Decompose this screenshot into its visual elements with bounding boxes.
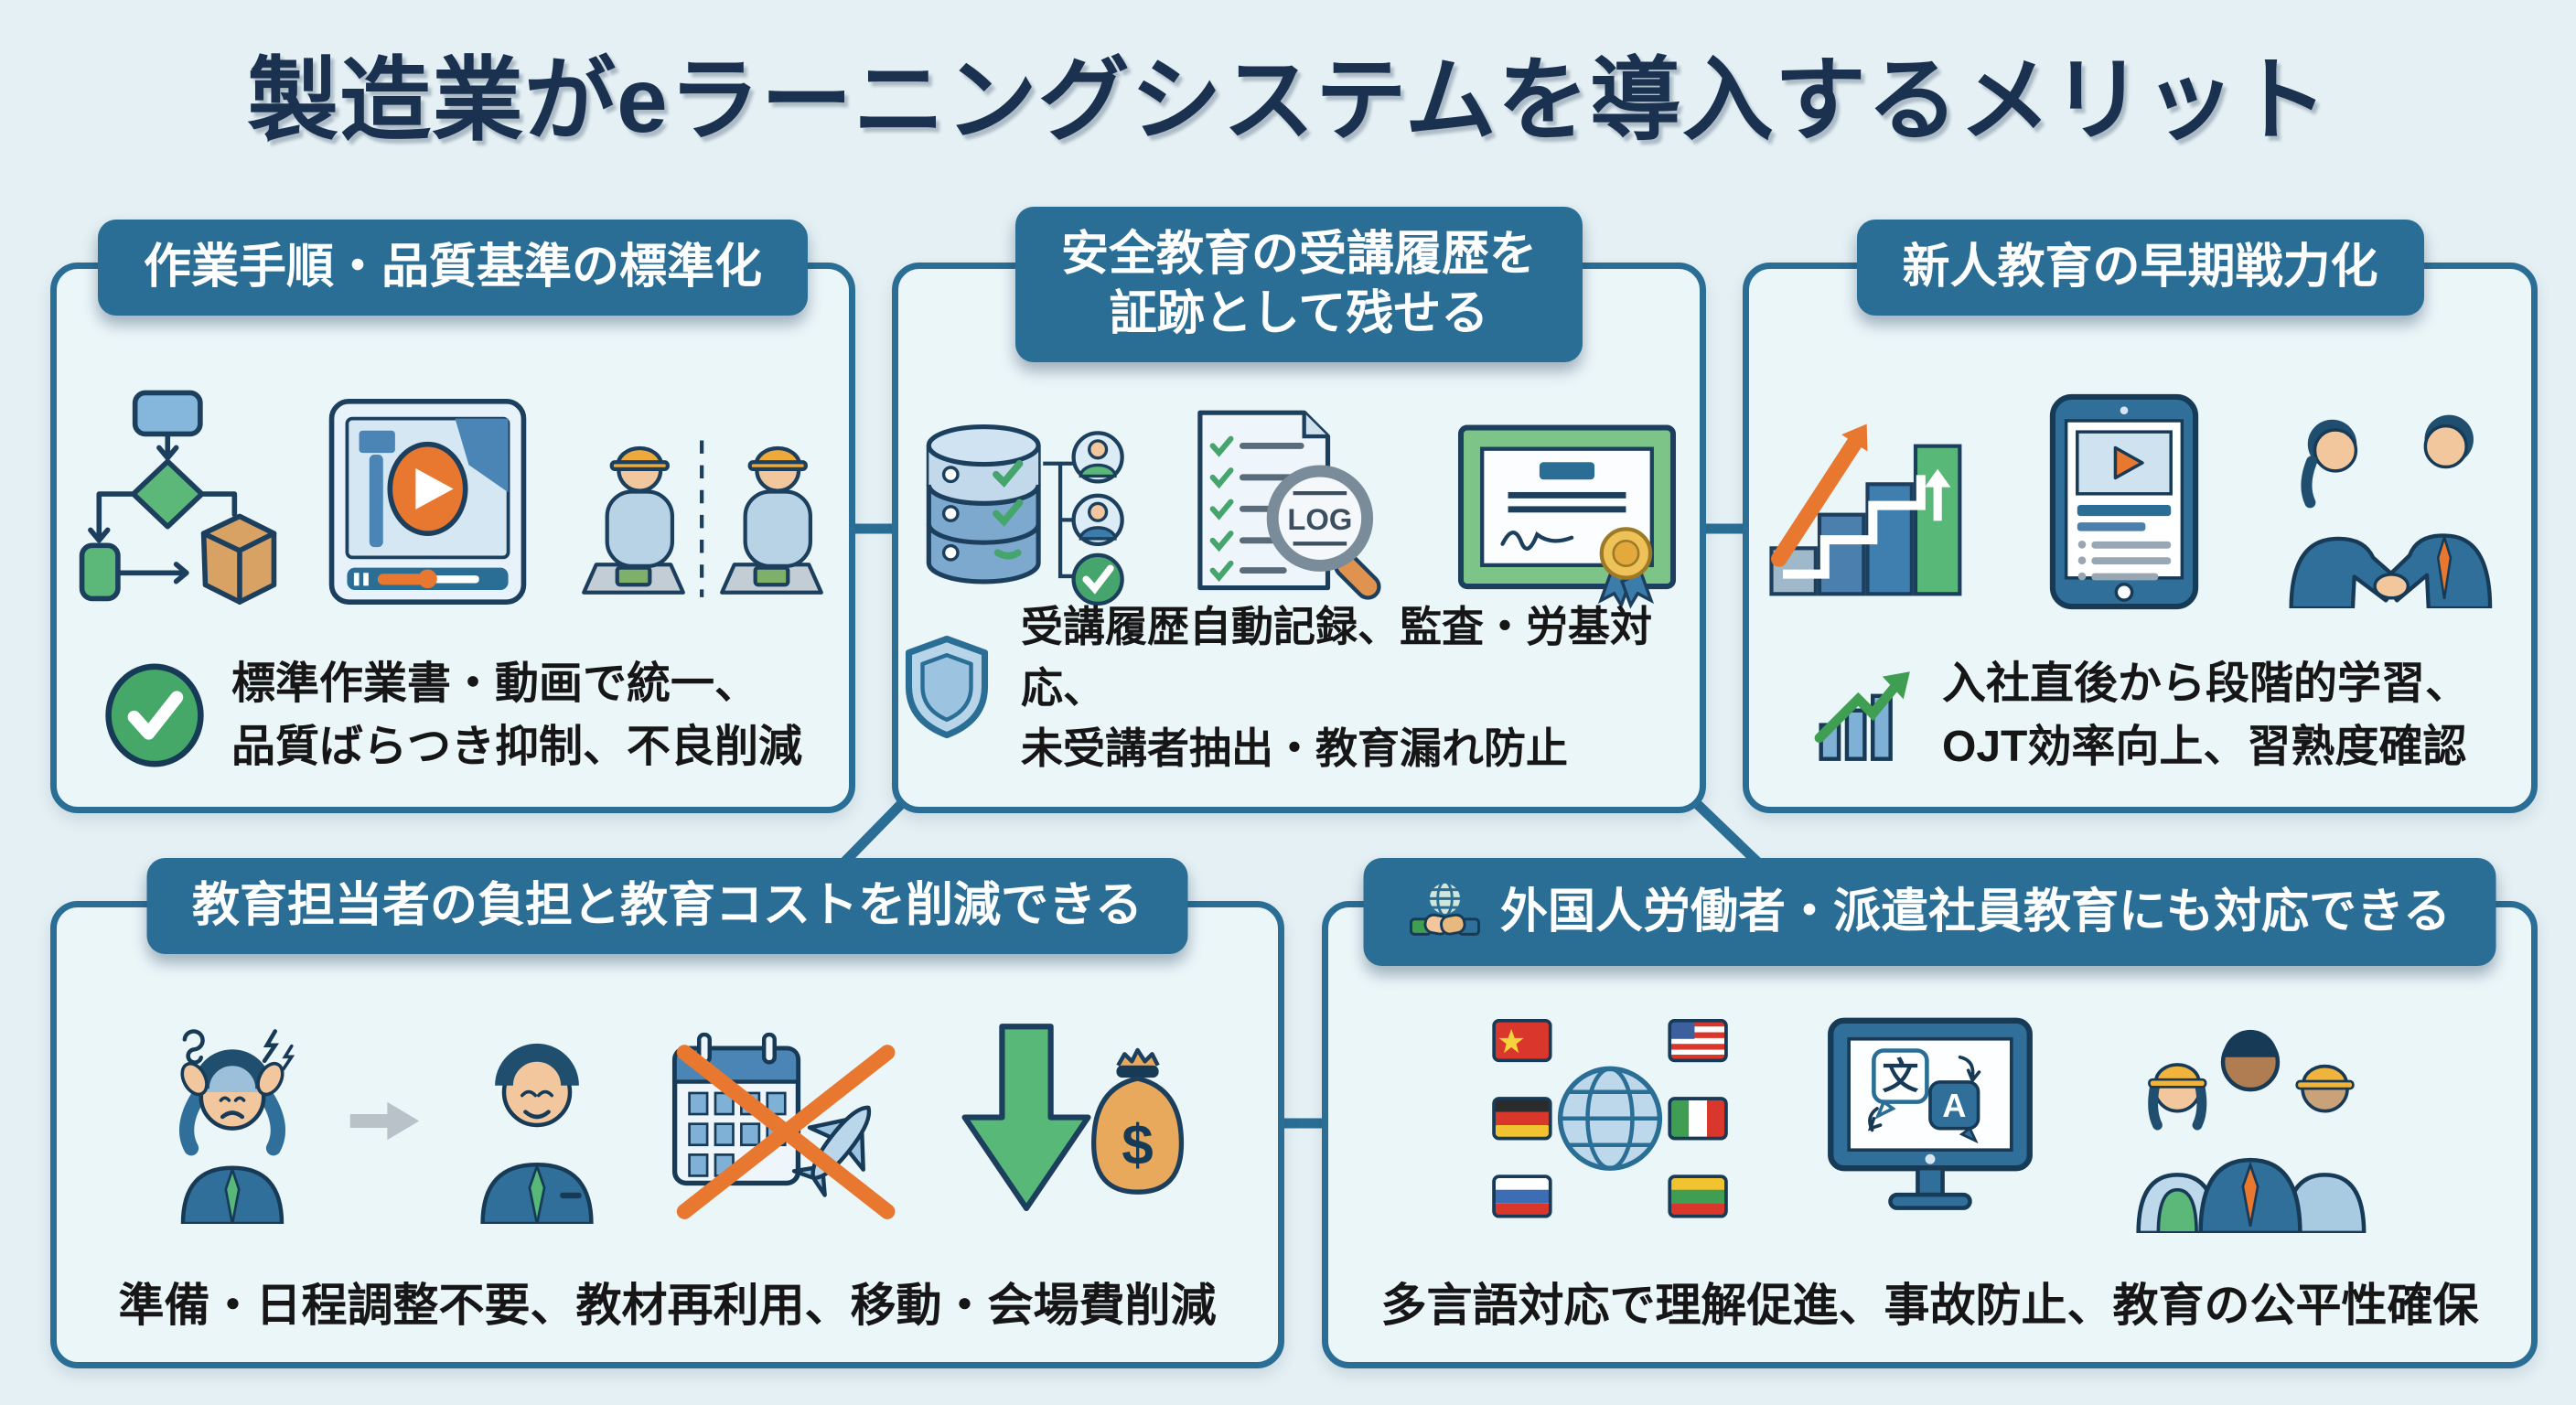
cost-down-icon: $ <box>933 1012 1185 1231</box>
card-multilingual-header: 外国人労働者・派遣社員教育にも対応できる <box>1363 858 2496 966</box>
body-text-line: 標準作業書・動画で統一、 <box>231 659 758 708</box>
card-standardization: 作業手順・品質基準の標準化 <box>50 220 855 813</box>
body-text-line: 準備・日程調整不要、教材再利用、移動・会場費削減 <box>118 1280 1217 1331</box>
card-cost-reduction-body: 準備・日程調整不要、教材再利用、移動・会場費削減 <box>57 1269 1278 1335</box>
card-standardization-body: 標準作業書・動画で統一、 品質ばらつき抑制、不良削減 <box>57 652 849 779</box>
card-multilingual-title: 外国人労働者・派遣社員教育にも対応できる <box>1500 885 2451 938</box>
body-text-line: 入社直後から段階的学習、 <box>1941 659 2469 708</box>
card-cost-reduction-illustrations: $ <box>57 1008 1278 1234</box>
log-magnifier-icon: LOG <box>1176 402 1405 615</box>
card-training-history-illustrations: LOG <box>898 392 1700 624</box>
translate-source-char: 文 <box>1882 1056 1918 1097</box>
card-training-history-body: 受講履歴自動記録、監査・労基対応、 未受講者抽出・教育漏れ防止 <box>898 596 1700 779</box>
video-player-icon <box>325 386 531 617</box>
flags-globe-icon <box>1477 1009 1743 1233</box>
database-users-icon <box>913 402 1132 614</box>
body-text-line: 多言語対応で理解促進、事故防止、教育の公平性確保 <box>1380 1280 2479 1331</box>
card-newcomer-training-title: 新人教育の早期戦力化 <box>1902 241 2378 294</box>
card-cost-reduction-header: 教育担当者の負担と教育コストを削減できる <box>146 858 1188 954</box>
card-multilingual-illustrations: 文 A <box>1328 1008 2531 1234</box>
shield-icon <box>898 634 995 741</box>
tablet-video-icon <box>2033 391 2216 613</box>
page-title: 製造業がeラーニングシステムを導入するメリット <box>247 49 2329 152</box>
card-training-history: 安全教育の受講履歴を 証跡として残せる <box>892 207 1706 813</box>
card-standardization-header: 作業手順・品質基準の標準化 <box>97 220 809 316</box>
translate-target-char: A <box>1942 1087 1966 1124</box>
handshake-icon <box>2259 395 2520 608</box>
card-multilingual-body: 多言語対応で理解促進、事故防止、教育の公平性確保 <box>1328 1269 2531 1335</box>
card-cost-reduction-title: 教育担当者の負担と教育コストを削減できる <box>192 879 1143 932</box>
transition-arrow-icon <box>346 1095 424 1147</box>
card-standardization-title: 作業手順・品質基準の標準化 <box>143 241 763 294</box>
relaxed-person-icon <box>455 1018 619 1224</box>
body-text-line: 未受講者抽出・教育漏れ防止 <box>1021 724 1568 773</box>
translation-monitor-icon: 文 A <box>1798 1009 2063 1233</box>
card-training-history-header: 安全教育の受講履歴を 証跡として残せる <box>1014 207 1583 362</box>
no-schedule-travel-icon <box>650 1012 902 1231</box>
body-text-line: OJT効率向上、習熟度確認 <box>1941 723 2467 772</box>
card-training-history-title: 安全教育の受講履歴を 証跡として残せる <box>1060 228 1538 340</box>
card-newcomer-training-header: 新人教育の早期戦力化 <box>1856 220 2424 316</box>
chart-up-icon <box>1811 667 1916 764</box>
check-circle-icon <box>103 662 206 768</box>
card-multilingual: 外国人労働者・派遣社員教育にも対応できる <box>1322 858 2538 1368</box>
card-newcomer-training-illustrations <box>1749 379 2531 624</box>
globe-handshake-icon <box>1409 876 1480 948</box>
workers-line-icon <box>574 397 831 606</box>
log-label: LOG <box>1287 502 1352 536</box>
card-newcomer-training: 新人教育の早期戦力化 <box>1743 220 2538 813</box>
money-symbol: $ <box>1122 1114 1154 1177</box>
growth-stairs-icon <box>1760 399 1989 605</box>
certificate-icon <box>1449 402 1685 615</box>
stressed-person-icon <box>150 1018 315 1224</box>
diverse-workers-icon <box>2118 1009 2383 1233</box>
body-text-line: 受講履歴自動記録、監査・労基対応、 <box>1021 602 1652 712</box>
card-standardization-illustrations <box>57 379 849 624</box>
card-newcomer-training-body: 入社直後から段階的学習、 OJT効率向上、習熟度確認 <box>1749 652 2531 779</box>
card-cost-reduction: 教育担当者の負担と教育コストを削減できる <box>50 858 1284 1368</box>
body-text-line: 品質ばらつき抑制、不良削減 <box>231 723 802 772</box>
flowchart-icon <box>75 386 281 617</box>
